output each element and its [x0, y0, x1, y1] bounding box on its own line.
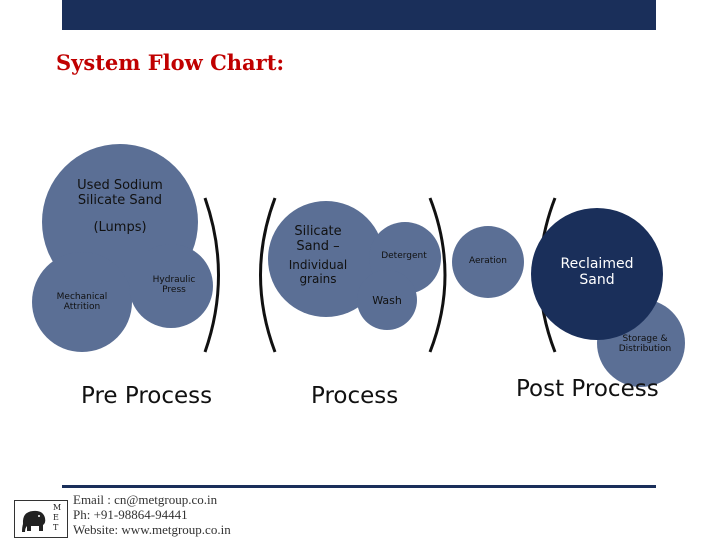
header-bar: [62, 0, 656, 30]
page-title: System Flow Chart:: [56, 50, 285, 75]
contact-website[interactable]: Website: www.metgroup.co.in: [73, 522, 231, 537]
contact-email[interactable]: Email : cn@metgroup.co.in: [73, 492, 218, 507]
reclaimed-sand-label: Reclaimed Sand: [560, 256, 634, 289]
pre-process-label: Pre Process: [81, 383, 213, 409]
storage-distribution-label: Storage & Distribution: [618, 334, 672, 355]
contact-phone: Ph: +91-98864-94441: [73, 507, 188, 522]
logo-letters: M E T: [53, 503, 62, 532]
contact-info: Email : cn@metgroup.co.in Ph: +91-98864-…: [73, 492, 231, 537]
lumps-label: (Lumps): [93, 220, 147, 235]
footer-divider: [62, 485, 656, 488]
mechanical-attrition-circle: [32, 252, 132, 352]
company-logo: M E T: [14, 500, 68, 538]
elephant-icon: [22, 510, 46, 532]
silicate-sand-label: Silicate Sand –: [294, 224, 342, 254]
pre-closing-bracket: [203, 197, 220, 353]
process-label: Process: [311, 383, 399, 409]
process-opening-bracket: [259, 197, 277, 353]
individual-grains-label: Individual grains: [288, 258, 348, 286]
silicate-sand-circle: [268, 201, 384, 317]
aeration-circle: [452, 226, 524, 298]
post-process-label: Post Process: [516, 376, 659, 402]
wash-circle: [357, 270, 417, 330]
reclaimed-sand-circle: [531, 208, 663, 340]
aeration-label: Aeration: [469, 256, 507, 266]
detergent-label: Detergent: [381, 251, 427, 261]
used-sodium-label: Used Sodium Silicate Sand: [77, 178, 163, 208]
mechanical-attrition-label: Mechanical Attrition: [56, 292, 108, 313]
process-closing-bracket: [428, 197, 447, 353]
hydraulic-press-circle: [129, 244, 213, 328]
hydraulic-press-label: Hydraulic Press: [152, 275, 196, 296]
wash-label: Wash: [372, 294, 402, 307]
